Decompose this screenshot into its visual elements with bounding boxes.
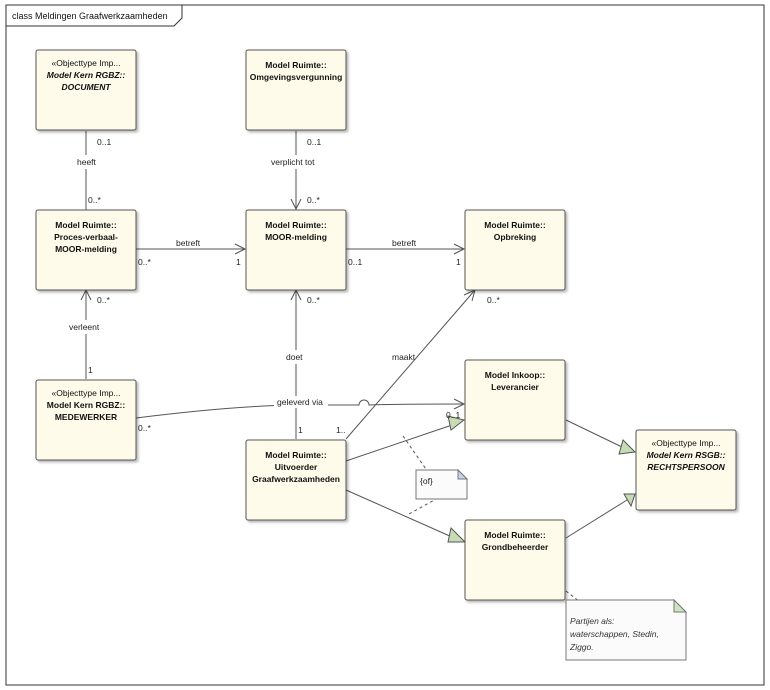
note-partijen[interactable]: Partijen als: waterschappen, Stedin, Zig… bbox=[565, 598, 688, 661]
class-moor-melding[interactable] bbox=[245, 209, 347, 291]
class-opbreking[interactable] bbox=[464, 209, 566, 291]
class-uitvoerder-text: Model Ruimte:: Uitvoerder Graafwerkzaamh… bbox=[252, 450, 340, 484]
assoc-heeft-src-mult: 0..1 bbox=[97, 137, 111, 147]
class-leverancier-text: Model Inkoop:: Leverancier bbox=[485, 370, 546, 392]
class-grondbeheerder-name: Grondbeheerder bbox=[482, 542, 549, 552]
class-document-text: «Objecttype Imp... Model Kern RGBZ:: DOC… bbox=[47, 58, 126, 92]
gen-triangle-grondbeheerder bbox=[447, 526, 467, 543]
gen-triangle-leverancier bbox=[447, 415, 466, 431]
note-partijen-line-3: Ziggo. bbox=[569, 642, 594, 652]
class-leverancier[interactable] bbox=[464, 359, 566, 441]
class-medewerker-stereotype: «Objecttype Imp... bbox=[52, 388, 121, 398]
class-rechtspersoon-name: RECHTSPERSOON bbox=[647, 462, 725, 472]
note-partijen-line-1: Partijen als: bbox=[570, 616, 615, 626]
assoc-betreft-moor-src-mult: 0..1 bbox=[348, 257, 362, 267]
class-omgevingsvergunning-name: Omgevingsvergunning bbox=[250, 72, 343, 82]
class-moor-melding-name: MOOR-melding bbox=[265, 232, 327, 242]
assoc-geleverd-via-label: geleverd via bbox=[277, 397, 323, 407]
class-leverancier-name: Leverancier bbox=[491, 382, 539, 392]
class-proces-verbaal-package: Model Ruimte:: bbox=[55, 220, 117, 230]
note-of-text: {of} bbox=[420, 476, 433, 486]
assoc-doet-src-mult: 1 bbox=[298, 425, 303, 435]
class-uitvoerder-name-1: Uitvoerder bbox=[275, 462, 318, 472]
arrowhead-verplicht-tot bbox=[290, 198, 302, 211]
gen-leverancier-rechtspersoon bbox=[565, 419, 623, 448]
class-rechtspersoon-stereotype: «Objecttype Imp... bbox=[652, 438, 721, 448]
frame-title: class Meldingen Graafwerkzaamheden bbox=[12, 11, 168, 21]
class-proces-verbaal-text: Model Ruimte:: Proces-verbaal- MOOR-meld… bbox=[54, 220, 118, 254]
arrowhead-betreft-pv bbox=[234, 243, 247, 255]
gen-uitvoerder-grondbeheerder bbox=[345, 489, 453, 538]
note-of[interactable]: {of} bbox=[415, 468, 469, 500]
class-leverancier-package: Model Inkoop:: bbox=[485, 370, 546, 380]
class-document[interactable] bbox=[35, 49, 137, 131]
class-omgevingsvergunning-package: Model Ruimte:: bbox=[265, 60, 327, 70]
class-rechtspersoon-package: Model Kern RSGB:: bbox=[647, 450, 726, 460]
gen-triangle-rechtspersoon-1 bbox=[618, 439, 637, 455]
assoc-heeft-label: heeft bbox=[77, 157, 97, 167]
assoc-betreft-moor-label: betreft bbox=[392, 238, 417, 248]
class-proces-verbaal[interactable] bbox=[35, 209, 137, 291]
assoc-verplicht-tot-src-mult: 0..1 bbox=[307, 137, 321, 147]
class-opbreking-package: Model Ruimte:: bbox=[484, 220, 546, 230]
assoc-verleent-dst-mult: 0..* bbox=[97, 295, 110, 305]
assoc-maakt-src-mult: 1.. bbox=[336, 425, 345, 435]
class-opbreking-name: Opbreking bbox=[494, 232, 537, 242]
class-rechtspersoon-text: «Objecttype Imp... Model Kern RSGB:: REC… bbox=[647, 438, 726, 472]
class-opbreking-text: Model Ruimte:: Opbreking bbox=[484, 220, 546, 242]
note-partijen-line-2: waterschappen, Stedin, bbox=[570, 629, 659, 639]
class-grondbeheerder[interactable] bbox=[464, 519, 566, 601]
note-of-connector-1 bbox=[402, 435, 429, 473]
class-medewerker[interactable] bbox=[35, 379, 137, 461]
class-moor-melding-text: Model Ruimte:: MOOR-melding bbox=[265, 220, 327, 242]
gen-uitvoerder-leverancier bbox=[345, 423, 456, 462]
generalization-arrowheads bbox=[447, 415, 637, 543]
assoc-verleent-src-mult: 1 bbox=[88, 365, 93, 375]
class-moor-melding-package: Model Ruimte:: bbox=[265, 220, 327, 230]
association-labels: heeft 0..1 0..* verplicht tot 0..1 0..* … bbox=[66, 137, 500, 435]
assoc-betreft-moor-dst-mult: 1 bbox=[456, 257, 461, 267]
class-uitvoerder-name-2: Graafwerkzaamheden bbox=[252, 474, 340, 484]
assoc-betreft-pv-label: betreft bbox=[176, 238, 201, 248]
assoc-maakt-line bbox=[345, 289, 476, 440]
assoc-maakt-dst-mult: 0..* bbox=[487, 295, 500, 305]
class-document-name: DOCUMENT bbox=[61, 82, 111, 92]
assoc-heeft-dst-mult: 0..* bbox=[88, 195, 101, 205]
class-uitvoerder-package: Model Ruimte:: bbox=[265, 450, 327, 460]
assoc-verplicht-tot-dst-mult: 0..* bbox=[307, 195, 320, 205]
class-grondbeheerder-text: Model Ruimte:: Grondbeheerder bbox=[482, 530, 549, 552]
association-lines bbox=[80, 131, 628, 603]
class-omgevingsvergunning-text: Model Ruimte:: Omgevingsvergunning bbox=[250, 60, 343, 82]
assoc-geleverd-via-dst-mult: 0..1 bbox=[446, 410, 460, 420]
class-grondbeheerder-package: Model Ruimte:: bbox=[484, 530, 546, 540]
assoc-betreft-pv-src-mult: 0..* bbox=[138, 257, 151, 267]
class-rechtspersoon[interactable] bbox=[635, 429, 737, 511]
class-proces-verbaal-name-2: MOOR-melding bbox=[55, 244, 117, 254]
assoc-geleverd-via-src-mult: 0..* bbox=[138, 423, 151, 433]
gen-triangle-rechtspersoon-2 bbox=[623, 493, 636, 508]
assoc-verleent-label: verleent bbox=[69, 322, 100, 332]
class-medewerker-text: «Objecttype Imp... Model Kern RGBZ:: MED… bbox=[47, 388, 126, 422]
arrowhead-betreft-moor bbox=[453, 243, 466, 255]
class-omgevingsvergunning[interactable] bbox=[245, 49, 347, 131]
class-proces-verbaal-name-1: Proces-verbaal- bbox=[54, 232, 118, 242]
class-medewerker-package: Model Kern RGBZ:: bbox=[47, 400, 126, 410]
assoc-betreft-pv-dst-mult: 1 bbox=[236, 257, 241, 267]
class-document-package: Model Kern RGBZ:: bbox=[47, 70, 126, 80]
assoc-verplicht-tot-label: verplicht tot bbox=[271, 157, 315, 167]
class-uitvoerder[interactable] bbox=[245, 439, 347, 521]
assoc-maakt-label: maakt bbox=[392, 352, 416, 362]
class-document-stereotype: «Objecttype Imp... bbox=[52, 58, 121, 68]
class-medewerker-name: MEDEWERKER bbox=[55, 412, 117, 422]
arrowhead-geleverd-via bbox=[453, 398, 466, 410]
assoc-doet-label: doet bbox=[286, 352, 303, 362]
gen-grondbeheerder-rechtspersoon bbox=[565, 499, 628, 539]
assoc-doet-dst-mult: 0..* bbox=[307, 295, 320, 305]
